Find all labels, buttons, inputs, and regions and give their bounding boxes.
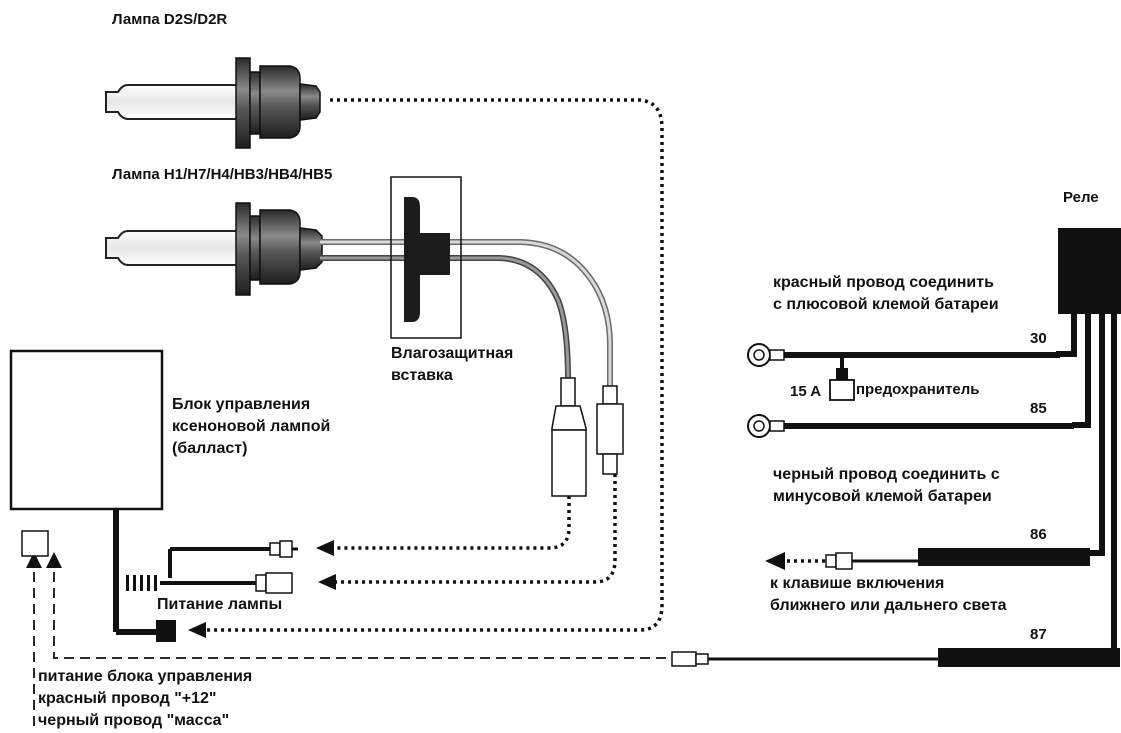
wire-87 [671, 648, 1120, 667]
fuse-label: предохранитель [856, 381, 980, 398]
switch-line-2: ближнего или дальнего света [770, 597, 1007, 614]
ballast-icon [9, 349, 298, 642]
switch-label: к клавише включения ближнего или дальнег… [770, 573, 1007, 617]
switch-line-1: к клавише включения [770, 575, 945, 592]
ballast-power-line-2: красный провод "+12" [38, 690, 217, 707]
lamp-power-label: Питание лампы [157, 596, 283, 613]
ballast-power-line-3: черный провод "масса" [38, 712, 230, 729]
black-wire-label: черный провод соединить с минусовой клем… [773, 464, 1000, 508]
pin-86-label: 86 [1030, 526, 1047, 543]
red-wire-line-1: красный провод соединить [773, 274, 994, 291]
ballast-line-1: Блок управления [172, 396, 311, 413]
fuse-amp-label: 15 A [790, 383, 822, 400]
lamp-d2s-icon [105, 57, 321, 149]
pin-87-label: 87 [1030, 626, 1047, 643]
pin-85-label: 85 [1030, 400, 1047, 417]
wire-85 [747, 414, 1074, 438]
lamp-cables [320, 239, 613, 388]
ballast-power-line-1: питание блока управления [38, 668, 253, 685]
ballast-line-2: ксеноновой лампой [172, 418, 331, 435]
lamp-h-icon [105, 202, 323, 296]
moisture-insert-label: Влагозащитная вставка [391, 343, 513, 387]
lamp-h-label: Лампа H1/H7/H4/HB3/HB4/HB5 [112, 166, 333, 183]
moisture-insert-icon [390, 176, 462, 339]
dotted-wires [206, 98, 825, 632]
arrowheads [26, 540, 785, 638]
ballast-power-label: питание блока управления красный провод … [38, 666, 252, 732]
black-wire-line-1: черный провод соединить с [773, 466, 1000, 483]
relay-label: Реле [1063, 189, 1099, 206]
wire-30 [747, 343, 1060, 401]
red-wire-label: красный провод соединить с плюсовой клем… [773, 272, 999, 316]
lamp-connectors-icon [551, 377, 624, 497]
ballast-supply-lines [33, 572, 672, 730]
moisture-line-2: вставка [391, 367, 453, 384]
wire-86 [825, 548, 1090, 570]
ballast-label: Блок управления ксеноновой лампой (балла… [172, 394, 330, 460]
lamp-d2s-label: Лампа D2S/D2R [112, 11, 228, 28]
ballast-line-3: (балласт) [172, 440, 248, 457]
black-wire-line-2: минусовой клемой батареи [773, 488, 992, 505]
relay-icon [1056, 228, 1121, 655]
red-wire-line-2: с плюсовой клемой батареи [773, 296, 999, 313]
moisture-line-1: Влагозащитная [391, 345, 514, 362]
pin-30-label: 30 [1030, 330, 1047, 347]
